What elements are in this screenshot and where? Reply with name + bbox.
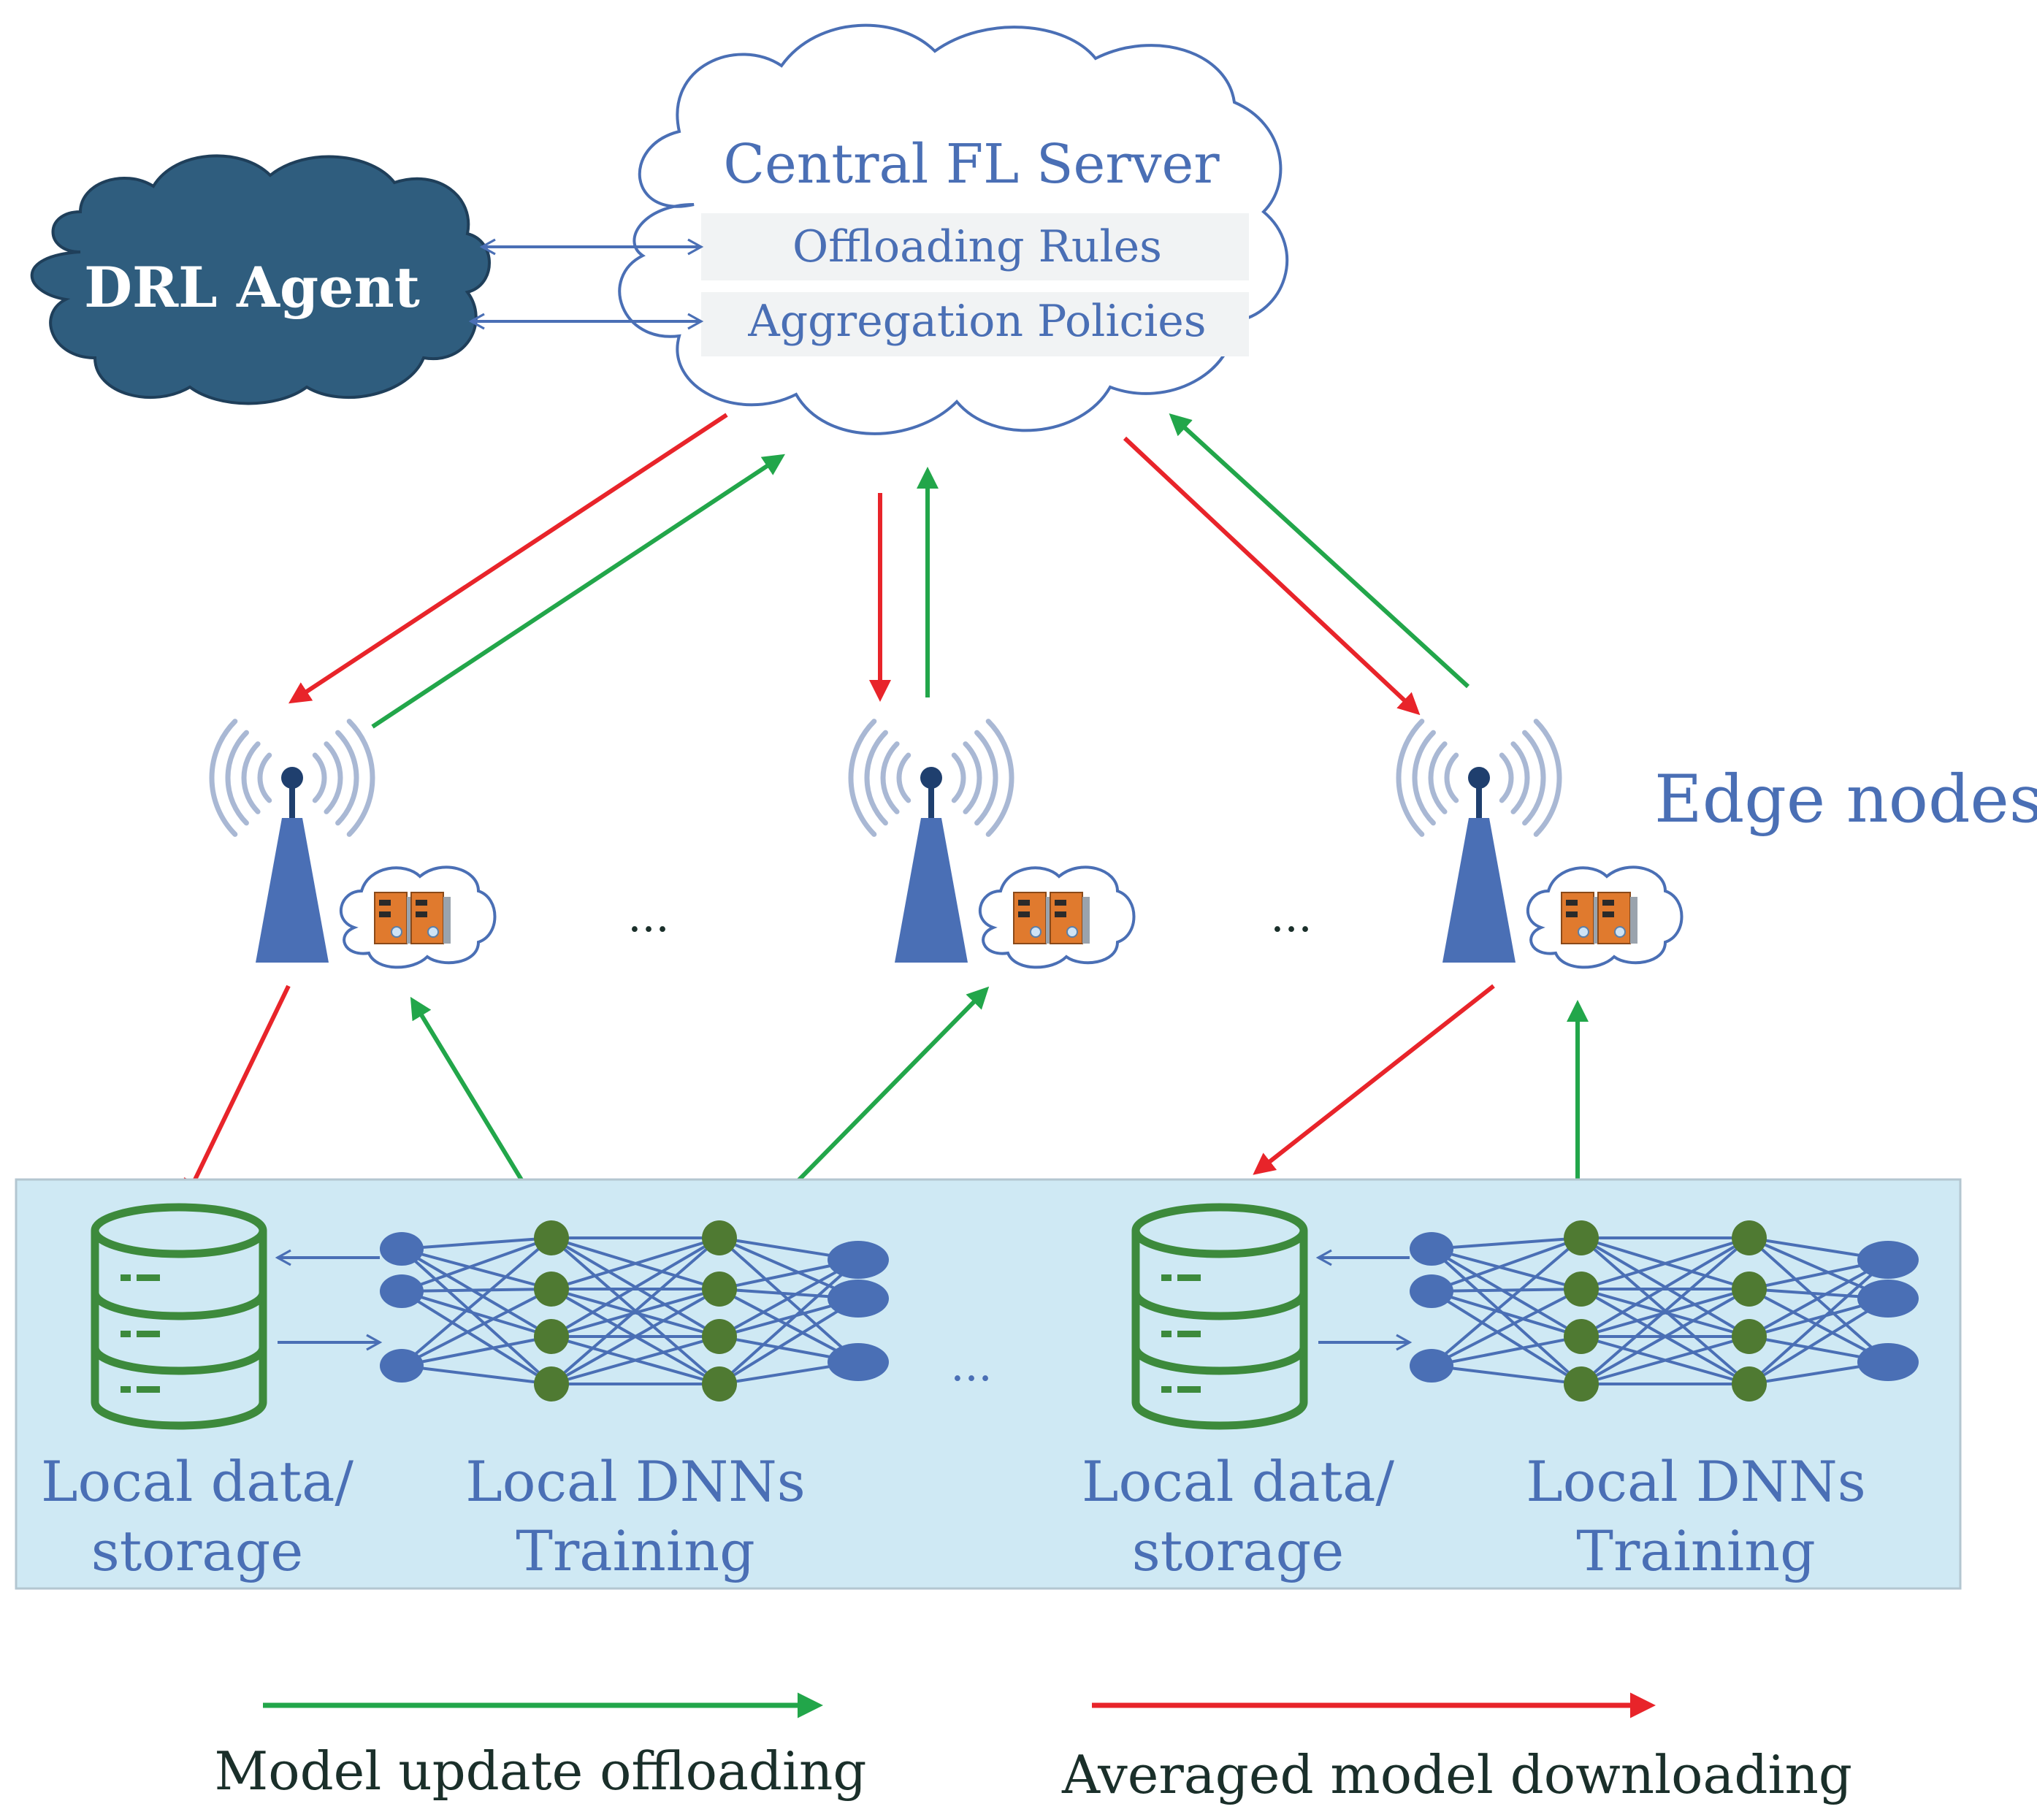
central-server-cloud: Central FL Server Offloading Rules Aggre… xyxy=(618,23,1289,435)
offloading-rules-label: Offloading Rules xyxy=(792,221,1162,272)
output-node xyxy=(828,1280,889,1318)
hidden-node xyxy=(702,1272,737,1307)
dnn-label-1-line2: Training xyxy=(516,1518,755,1583)
hidden-node xyxy=(1564,1220,1599,1255)
edge-node-1 xyxy=(209,719,497,969)
neural-network xyxy=(380,1220,889,1402)
output-node xyxy=(1857,1241,1919,1279)
edge-nodes xyxy=(209,719,1684,969)
hidden-node xyxy=(534,1272,569,1307)
database-icon xyxy=(91,1203,267,1430)
edge-ellipsis-2: ... xyxy=(1270,891,1312,942)
hidden-node xyxy=(1732,1366,1767,1402)
edge-nodes-label: Edge nodes xyxy=(1654,761,2037,838)
hidden-node xyxy=(1564,1319,1599,1354)
hidden-node xyxy=(702,1220,737,1255)
dnn-label-2-line2: Training xyxy=(1576,1518,1816,1583)
neural-network xyxy=(1410,1220,1919,1402)
dark-cloud-icon xyxy=(30,154,491,405)
server-title: Central FL Server xyxy=(723,133,1220,196)
legend-download-label: Averaged model downloading xyxy=(1061,1744,1852,1805)
input-node xyxy=(380,1349,424,1383)
offload-arrow-edge-1 xyxy=(371,454,786,729)
antenna-tower-icon xyxy=(848,719,1014,963)
hidden-node xyxy=(534,1220,569,1255)
download-arrow-edge-1 xyxy=(288,413,728,704)
rule-box-offloading xyxy=(701,213,1249,280)
hidden-node xyxy=(1732,1272,1767,1307)
hidden-node xyxy=(534,1319,569,1354)
output-node xyxy=(828,1343,889,1381)
storage-label-2-line2: storage xyxy=(1132,1518,1345,1583)
output-node xyxy=(828,1241,889,1279)
server-cloud-icon xyxy=(340,865,497,969)
offload-arrow-edge-3 xyxy=(1169,413,1470,689)
client-ellipsis: ... xyxy=(950,1340,992,1391)
input-node xyxy=(380,1232,424,1266)
legend-offload-label: Model update offloading xyxy=(215,1740,867,1802)
hidden-node xyxy=(1564,1272,1599,1307)
download-arrow-edge-3 xyxy=(1123,436,1421,716)
input-node xyxy=(1410,1274,1453,1308)
storage-label-2-line1: Local data/ xyxy=(1082,1449,1394,1514)
edge-node-3 xyxy=(1396,719,1684,969)
client-2 xyxy=(1131,1203,1919,1430)
storage-label-1-line1: Local data/ xyxy=(41,1449,353,1514)
storage-label-1-line2: storage xyxy=(91,1518,304,1583)
clients xyxy=(91,1203,1919,1430)
hidden-node xyxy=(702,1319,737,1354)
antenna-tower-icon xyxy=(1396,719,1562,963)
input-node xyxy=(380,1274,424,1308)
input-node xyxy=(1410,1349,1453,1383)
client-1 xyxy=(91,1203,889,1430)
offload-arrow-client-1 xyxy=(410,996,539,1207)
dnn-label-2-line1: Local DNNs xyxy=(1526,1449,1866,1514)
output-node xyxy=(1857,1343,1919,1381)
hidden-node xyxy=(534,1366,569,1402)
hidden-node xyxy=(702,1366,737,1402)
antenna-tower-icon xyxy=(209,719,375,963)
hidden-node xyxy=(1732,1220,1767,1255)
output-node xyxy=(1857,1280,1919,1318)
hidden-node xyxy=(1564,1366,1599,1402)
server-cloud-icon xyxy=(979,865,1136,969)
input-node xyxy=(1410,1232,1453,1266)
dnn-label-1-line1: Local DNNs xyxy=(465,1449,806,1514)
offload-arrow-client-2 xyxy=(768,986,990,1211)
rule-box-aggregation xyxy=(701,292,1249,356)
drl-agent-cloud: DRL Agent xyxy=(30,154,491,405)
database-icon xyxy=(1131,1203,1308,1430)
hidden-node xyxy=(1732,1319,1767,1354)
drl-agent-label: DRL Agent xyxy=(84,255,420,320)
download-arrow-client-3 xyxy=(1253,984,1495,1175)
legend: Model update offloading Averaged model d… xyxy=(215,1692,1852,1805)
edge-node-2 xyxy=(848,719,1136,969)
edge-ellipsis-1: ... xyxy=(627,891,669,942)
server-cloud-icon xyxy=(1526,865,1684,969)
aggregation-policies-label: Aggregation Policies xyxy=(747,296,1206,347)
download-arrow-client-1 xyxy=(183,984,291,1202)
